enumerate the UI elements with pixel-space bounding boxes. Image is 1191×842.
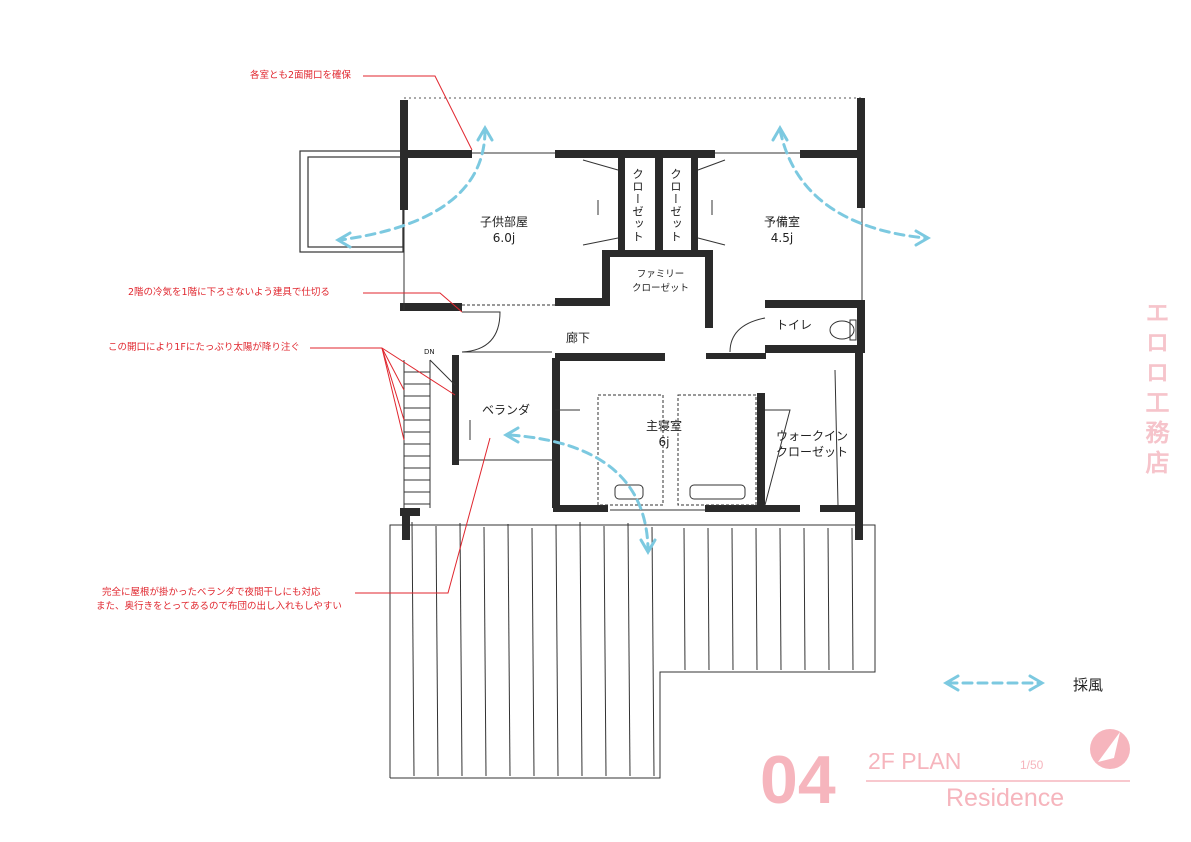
room-spare-label: 予備室 bbox=[764, 215, 801, 229]
room-spare-size: 4.5j bbox=[770, 231, 794, 245]
slat-line bbox=[851, 527, 854, 671]
slat-line bbox=[555, 524, 559, 777]
annotation-leaders bbox=[310, 75, 491, 594]
slat-line bbox=[651, 526, 655, 777]
sheet-number: 04 bbox=[760, 742, 836, 818]
slat-line bbox=[483, 526, 487, 777]
slat-line bbox=[531, 527, 535, 777]
annotation-veranda-roof: 完全に屋根が掛かったベランダで夜間干しにも対応 bbox=[102, 587, 321, 598]
slat-line bbox=[803, 527, 806, 671]
logo-mark bbox=[1090, 729, 1130, 769]
room-child: 子供部屋 6.0j bbox=[480, 214, 528, 246]
room-family-closet: ファミリー クローゼット bbox=[632, 268, 689, 296]
slat-line bbox=[827, 527, 830, 671]
stair-dn-label: DN bbox=[424, 348, 435, 356]
brand-vertical: エロロ工務店 bbox=[1141, 300, 1169, 480]
annotation-futon: また、奥行きをとってあるので布団の出し入れもしやすい bbox=[96, 601, 342, 612]
room-master-label: 主寝室 bbox=[646, 419, 683, 433]
wind-arrowheads bbox=[335, 125, 1045, 692]
room-child-size: 6.0j bbox=[492, 231, 516, 245]
slat-line bbox=[435, 525, 439, 777]
wind-arrows bbox=[338, 128, 1042, 685]
annotation-cold-air: 2階の冷気を1階に下ろさないよう建具で仕切る bbox=[128, 287, 330, 298]
room-child-label: 子供部屋 bbox=[480, 215, 529, 229]
slat-line bbox=[459, 522, 463, 777]
slat-line bbox=[603, 525, 607, 777]
slat-line bbox=[579, 521, 583, 777]
annotation-two-openings: 各室とも2面開口を確保 bbox=[250, 70, 352, 81]
slat-line bbox=[779, 527, 782, 671]
room-walkin: ウォークイン クローゼット bbox=[776, 428, 848, 460]
room-master-size: 6j bbox=[658, 435, 670, 449]
roof-slats bbox=[389, 521, 876, 779]
family-closet-label-1: ファミリー bbox=[636, 269, 685, 280]
slat-line bbox=[683, 527, 686, 671]
closet-left-label: クローゼット bbox=[631, 168, 645, 243]
sheet-subtitle: Residence bbox=[946, 784, 1065, 812]
closet-right-label: クローゼット bbox=[669, 168, 683, 243]
room-veranda: ベランダ bbox=[482, 403, 531, 417]
walls bbox=[400, 98, 865, 540]
slat-line bbox=[731, 527, 734, 671]
slat-line bbox=[627, 522, 631, 777]
room-walkin-label-1: ウォークイン bbox=[776, 429, 849, 443]
sheet-title: 2F PLAN bbox=[868, 748, 962, 774]
room-master: 主寝室 6j bbox=[646, 418, 682, 450]
slat-line bbox=[707, 527, 710, 671]
slat-line bbox=[507, 523, 511, 777]
family-closet-label-2: クローゼット bbox=[632, 283, 690, 294]
slat-line bbox=[411, 521, 415, 777]
legend-wind-label: 採風 bbox=[1073, 676, 1104, 694]
room-toilet: トイレ bbox=[776, 318, 813, 332]
room-spare: 予備室 4.5j bbox=[764, 214, 800, 246]
slat-line bbox=[755, 527, 758, 671]
room-walkin-label-2: クローゼット bbox=[776, 445, 849, 459]
room-hallway: 廊下 bbox=[566, 331, 591, 345]
annotation-sunlight: この開口により1Fにたっぷり太陽が降り注ぐ bbox=[108, 342, 300, 353]
sheet-scale: 1/50 bbox=[1020, 758, 1044, 772]
